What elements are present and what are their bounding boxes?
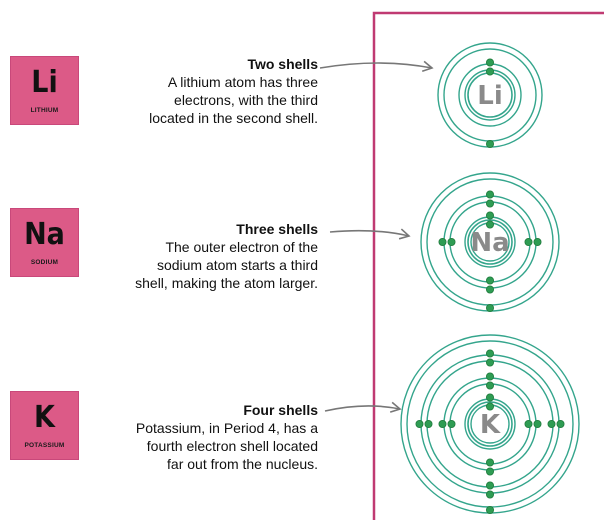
description-line: located in the second shell. — [149, 110, 318, 126]
electron — [485, 285, 494, 294]
atom-symbol: Na — [470, 228, 509, 258]
element-name: POTASSIUM — [24, 442, 65, 449]
description-potassium: Four shells Potassium, in Period 4, has … — [136, 401, 318, 473]
electron — [485, 211, 494, 220]
description-line: fourth electron shell located — [146, 438, 318, 454]
nucleus — [467, 219, 513, 265]
element-tile-sodium: Na SODIUM — [10, 208, 79, 277]
electron — [485, 67, 494, 76]
electron — [447, 237, 456, 246]
description-sodium: Three shells The outer electron of the s… — [135, 220, 318, 292]
atom-symbol: K — [480, 410, 501, 440]
electron — [547, 419, 556, 428]
electron — [424, 419, 433, 428]
electron — [524, 419, 533, 428]
electron — [485, 190, 494, 199]
electron — [524, 237, 533, 246]
description-line: sodium atom starts a third — [156, 257, 318, 273]
electron — [485, 467, 494, 476]
electron — [485, 458, 494, 467]
electron — [485, 481, 494, 490]
electron — [485, 349, 494, 358]
atom-sodium: Na — [420, 172, 560, 312]
electron — [556, 419, 565, 428]
electron — [485, 505, 494, 514]
electron — [485, 358, 494, 367]
element-symbol: Li — [31, 65, 58, 100]
atom-symbol: Li — [477, 81, 502, 111]
description-line: electrons, with the third — [174, 92, 318, 108]
element-tile-potassium: K POTASSIUM — [10, 391, 79, 460]
electron — [485, 220, 494, 229]
electron — [438, 419, 447, 428]
description-line: far out from the nucleus. — [167, 456, 318, 472]
element-tile-lithium: Li LITHIUM — [10, 56, 79, 125]
description-lithium: Two shells A lithium atom has three elec… — [149, 55, 318, 127]
panel-border — [372, 11, 604, 520]
description-title: Four shells — [243, 402, 318, 418]
electron — [533, 237, 542, 246]
electron — [485, 393, 494, 402]
description-line: Potassium, in Period 4, has a — [135, 420, 318, 436]
description-line: The outer electron of the — [165, 239, 318, 255]
nucleus — [467, 401, 513, 447]
electron — [485, 372, 494, 381]
electron — [485, 199, 494, 208]
pointer-arrow-potassium — [324, 401, 402, 413]
electron — [485, 490, 494, 499]
element-symbol: Na — [24, 217, 65, 252]
description-title: Two shells — [247, 56, 318, 72]
electron — [485, 381, 494, 390]
pointer-arrow-sodium — [329, 228, 411, 240]
electron — [447, 419, 456, 428]
electron — [533, 419, 542, 428]
description-line: A lithium atom has three — [167, 74, 318, 90]
atom-lithium: Li — [437, 42, 543, 148]
element-name: LITHIUM — [30, 107, 59, 114]
electron — [415, 419, 424, 428]
electron — [485, 58, 494, 67]
element-symbol: K — [34, 400, 55, 435]
atom-potassium: K — [400, 334, 580, 514]
description-title: Three shells — [236, 221, 318, 237]
electron — [485, 276, 494, 285]
element-name: SODIUM — [30, 259, 59, 266]
description-line: shell, making the atom larger. — [135, 275, 318, 291]
electron — [485, 139, 494, 148]
pointer-arrow-lithium — [319, 60, 434, 72]
electron — [485, 402, 494, 411]
electron — [485, 303, 494, 312]
electron — [438, 237, 447, 246]
